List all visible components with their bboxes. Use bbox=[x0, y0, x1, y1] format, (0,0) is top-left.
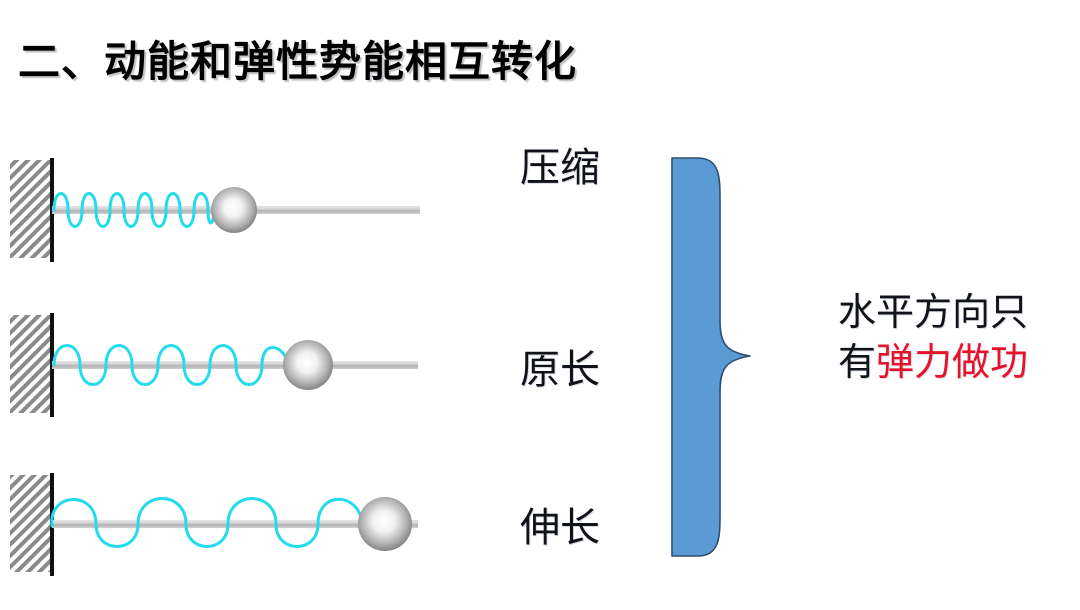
page-title: 二、动能和弹性势能相互转化 bbox=[18, 37, 578, 86]
spring-system-stretched-illustration bbox=[10, 473, 418, 576]
wall-compressed bbox=[10, 158, 54, 262]
ball-compressed bbox=[211, 187, 257, 233]
conclusion-line-2-prefix: 有 bbox=[838, 340, 877, 384]
wall-stretched bbox=[10, 473, 54, 576]
wall-natural bbox=[10, 313, 54, 417]
conclusion-text: 水平方向只 有弹力做功 bbox=[838, 287, 1080, 387]
state-label-stretched: 伸长 bbox=[520, 505, 600, 551]
spring-natural bbox=[52, 344, 290, 386]
diagram-row-stretched bbox=[0, 450, 520, 610]
ball-stretched bbox=[358, 497, 412, 551]
spring-system-natural-illustration bbox=[10, 313, 418, 417]
state-label-natural: 原长 bbox=[520, 347, 600, 393]
rod-stretched bbox=[52, 520, 418, 528]
brace-shape bbox=[671, 157, 751, 557]
spring-stretched bbox=[50, 497, 364, 548]
conclusion-line-2: 有弹力做功 bbox=[838, 337, 1080, 387]
diagram-row-natural bbox=[0, 295, 520, 455]
ball-natural bbox=[283, 340, 333, 390]
right-curly-brace bbox=[671, 157, 751, 557]
spring-compressed bbox=[52, 192, 216, 228]
conclusion-line-2-accent: 弹力做功 bbox=[876, 340, 1029, 384]
spring-system-compressed-illustration bbox=[10, 158, 420, 262]
conclusion-line-1: 水平方向只 bbox=[838, 290, 1029, 334]
diagram-row-compressed bbox=[0, 140, 520, 300]
state-label-compressed: 压缩 bbox=[520, 145, 600, 191]
